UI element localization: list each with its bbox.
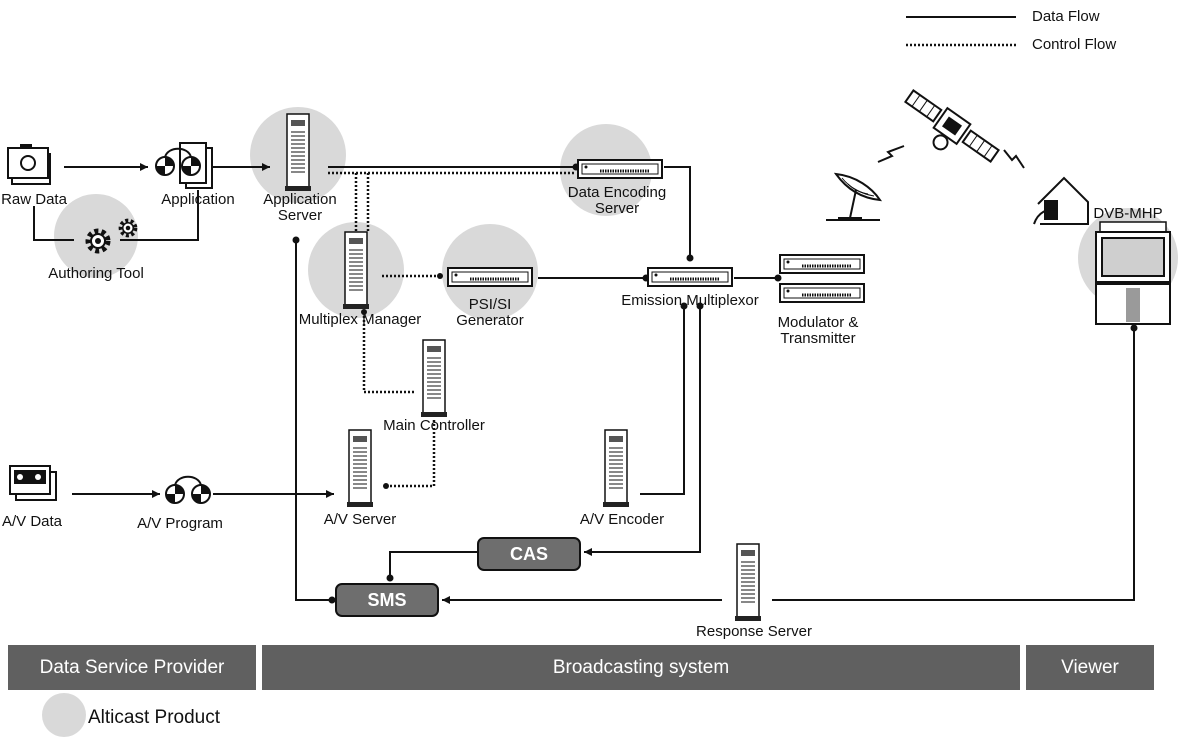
band-data-service-provider: Data Service Provider xyxy=(8,645,256,690)
label-modulator-transmitter-2: Transmitter xyxy=(780,330,856,347)
data-encoding-server-icon xyxy=(576,158,664,180)
sms-box xyxy=(335,583,439,617)
flow-arrowheads xyxy=(140,163,1138,604)
label-application: Application xyxy=(161,191,235,208)
av-encoder-icon xyxy=(602,429,630,508)
legend-data-flow: Data Flow xyxy=(1032,8,1100,25)
label-application-server-1: Application xyxy=(263,191,337,208)
label-multiplex-manager: Multiplex Manager xyxy=(298,311,422,328)
satellite-icon xyxy=(903,89,1001,163)
label-emission-multiplexor: Emission Multiplexor xyxy=(621,292,759,309)
av-program-reel-icon xyxy=(165,475,211,504)
cas-label: CAS xyxy=(509,544,549,564)
band-viewer: Viewer xyxy=(1026,645,1154,690)
label-main-controller: Main Controller xyxy=(383,417,485,434)
label-dvb-mhp: DVB-MHP xyxy=(1093,205,1163,222)
label-data-encoding-server-2: Server xyxy=(594,200,640,217)
label-modulator-transmitter-1: Modulator & xyxy=(777,314,859,331)
control-arrowheads xyxy=(361,273,443,489)
label-psi-si-generator-2: Generator xyxy=(456,312,524,329)
legend-lines xyxy=(906,16,1016,47)
emission-multiplexor-icon xyxy=(646,266,734,288)
tv-settop-icon xyxy=(1095,221,1171,325)
label-av-encoder: A/V Encoder xyxy=(579,511,665,528)
tape-icon xyxy=(9,465,57,501)
application-icon xyxy=(155,142,213,189)
label-raw-data: Raw Data xyxy=(1,191,67,208)
data-flows xyxy=(33,166,1135,601)
main-controller-icon xyxy=(420,339,448,418)
modulator-transmitter-icon xyxy=(778,253,866,304)
psi-si-generator-icon xyxy=(446,266,534,288)
camera-icon xyxy=(7,144,51,185)
label-data-encoding-server-1: Data Encoding xyxy=(567,184,667,201)
band-broadcasting-system: Broadcasting system xyxy=(262,645,1020,690)
label-av-server: A/V Server xyxy=(323,511,397,528)
multiplex-manager-icon xyxy=(342,231,370,310)
label-av-program: A/V Program xyxy=(137,515,223,532)
label-av-data: A/V Data xyxy=(1,513,63,530)
label-psi-si-generator-1: PSI/SI xyxy=(468,296,512,313)
label-response-server: Response Server xyxy=(696,623,812,640)
response-server-icon xyxy=(734,543,762,622)
cas-box xyxy=(477,537,581,571)
signal-bolt-icon xyxy=(877,145,1025,169)
label-authoring-tool: Authoring Tool xyxy=(48,265,144,282)
application-server-icon xyxy=(284,113,312,192)
control-flows xyxy=(328,171,576,488)
satellite-dish-icon xyxy=(826,172,883,221)
legend-alticast-product: Alticast Product xyxy=(88,707,220,728)
label-application-server-2: Server xyxy=(277,207,323,224)
av-server-icon xyxy=(346,429,374,508)
legend-control-flow: Control Flow xyxy=(1032,36,1117,53)
sms-label: SMS xyxy=(367,590,407,610)
house-icon xyxy=(1033,176,1089,225)
